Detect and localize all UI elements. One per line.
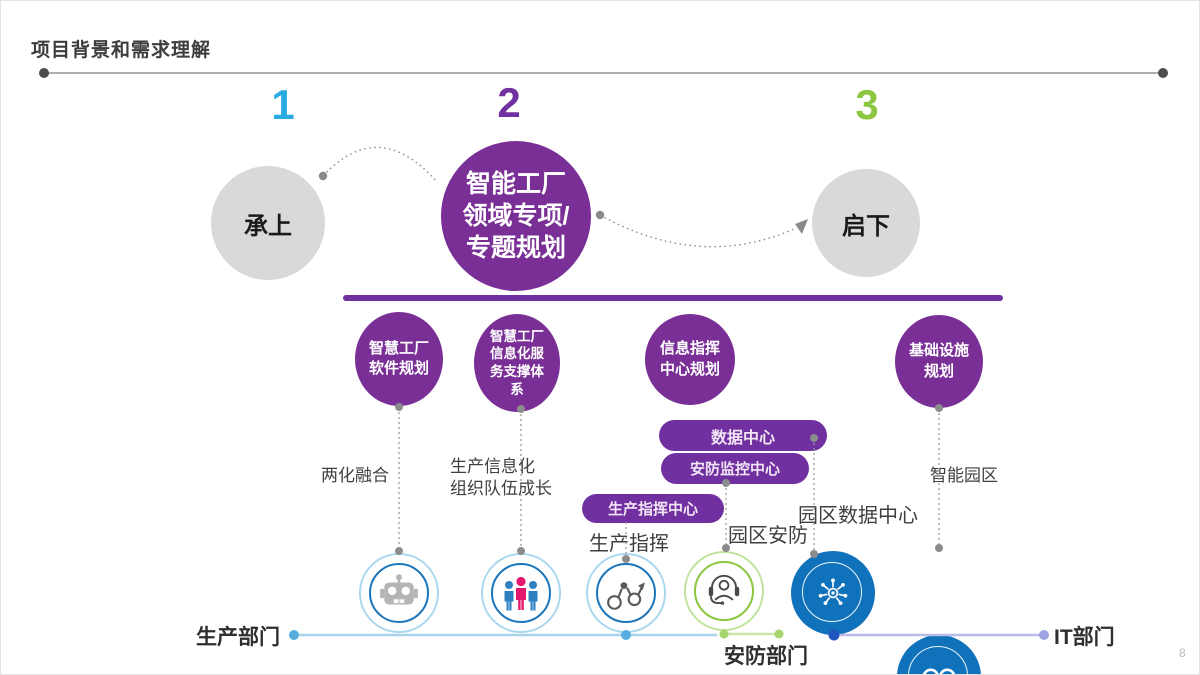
note-park-security: 园区安防 bbox=[728, 525, 808, 547]
note-lianghua-ronghe: 两化融合 bbox=[321, 466, 389, 485]
step-number-3: 3 bbox=[855, 81, 879, 128]
note-line: 组织队伍成长 bbox=[450, 479, 552, 499]
stage-line: 智能工厂 bbox=[465, 170, 566, 198]
icon-circle-organization-team bbox=[481, 553, 561, 633]
domain-line: 务支撑体 bbox=[490, 364, 544, 379]
note-production-informatization: 生产信息化 组织队伍成长 bbox=[450, 456, 552, 501]
domain-line: 系 bbox=[510, 381, 524, 397]
stage-line: 专题规划 bbox=[465, 234, 566, 262]
domain-line: 软件规划 bbox=[368, 360, 429, 377]
domain-line: 中心规划 bbox=[659, 360, 720, 378]
step-number-1: 1 bbox=[271, 81, 295, 128]
domain-line: 智慧工厂 bbox=[368, 339, 429, 357]
note-park-data-center: 园区数据中心 bbox=[798, 505, 918, 527]
stage-circle-qixia: 启下 bbox=[812, 169, 920, 277]
stage-arc-1 bbox=[318, 146, 438, 183]
icon-circle-production-robot bbox=[359, 553, 439, 633]
page-title: 项目背景和需求理解 bbox=[31, 40, 212, 61]
domain-circle-infrastructure-planning: 基础设施 规划 bbox=[895, 315, 983, 408]
icon-circle-security-support bbox=[684, 551, 764, 631]
note-line: 生产信息化 bbox=[450, 457, 535, 476]
production-rail bbox=[289, 630, 717, 640]
security-rail bbox=[719, 629, 784, 639]
stage-circle-chengshang: 承上 bbox=[211, 166, 325, 280]
domain-circle-info-command-center: 信息指挥 中心规划 bbox=[645, 314, 735, 405]
pill-production-command-center: 生产指挥中心 bbox=[582, 494, 724, 523]
network-nodes-icon bbox=[607, 582, 645, 610]
icon-circle-command-network bbox=[586, 553, 666, 633]
label-production-department: 生产部门 bbox=[196, 626, 280, 649]
stage-circle-smart-factory-planning: 智能工厂 领域专项/ 专题规划 bbox=[441, 141, 591, 291]
title-underline bbox=[39, 68, 1168, 78]
domain-circle-software-planning: 智慧工厂 软件规划 bbox=[355, 312, 443, 406]
step-number-2: 2 bbox=[497, 79, 521, 126]
domain-line: 信息化服 bbox=[490, 346, 544, 362]
domain-line: 智慧工厂 bbox=[490, 328, 544, 344]
pill-label: 数据中心 bbox=[710, 429, 775, 447]
domain-line: 基础设施 bbox=[908, 342, 969, 360]
purple-divider-bar bbox=[343, 295, 1003, 301]
label-it-department: IT部门 bbox=[1054, 626, 1115, 649]
pill-label: 生产指挥中心 bbox=[607, 501, 698, 518]
domain-line: 规划 bbox=[923, 362, 954, 380]
pill-data-center: 数据中心 bbox=[659, 420, 827, 451]
icon-circle-park-data-center bbox=[791, 551, 875, 635]
team-icon bbox=[504, 576, 538, 611]
stage-label: 启下 bbox=[842, 212, 890, 240]
pill-label: 安防监控中心 bbox=[689, 461, 780, 478]
robot-icon bbox=[380, 574, 418, 605]
domain-circle-it-service-support: 智慧工厂 信息化服 务支撑体 系 bbox=[474, 314, 560, 412]
page-number: 8 bbox=[1179, 646, 1186, 660]
arrowhead-icon bbox=[795, 219, 808, 234]
label-security-department: 安防部门 bbox=[724, 645, 808, 668]
icon-circle-it-devops bbox=[897, 635, 981, 674]
domain-line: 信息指挥 bbox=[659, 340, 720, 358]
note-smart-park: 智能园区 bbox=[930, 466, 998, 485]
stage-arc-2 bbox=[595, 210, 808, 248]
note-production-command: 生产指挥 bbox=[589, 533, 669, 555]
pill-security-monitor-center: 安防监控中心 bbox=[661, 453, 809, 484]
stage-label: 承上 bbox=[244, 212, 292, 240]
headset-agent-icon bbox=[708, 574, 740, 605]
stage-line: 领域专项/ bbox=[462, 202, 570, 230]
